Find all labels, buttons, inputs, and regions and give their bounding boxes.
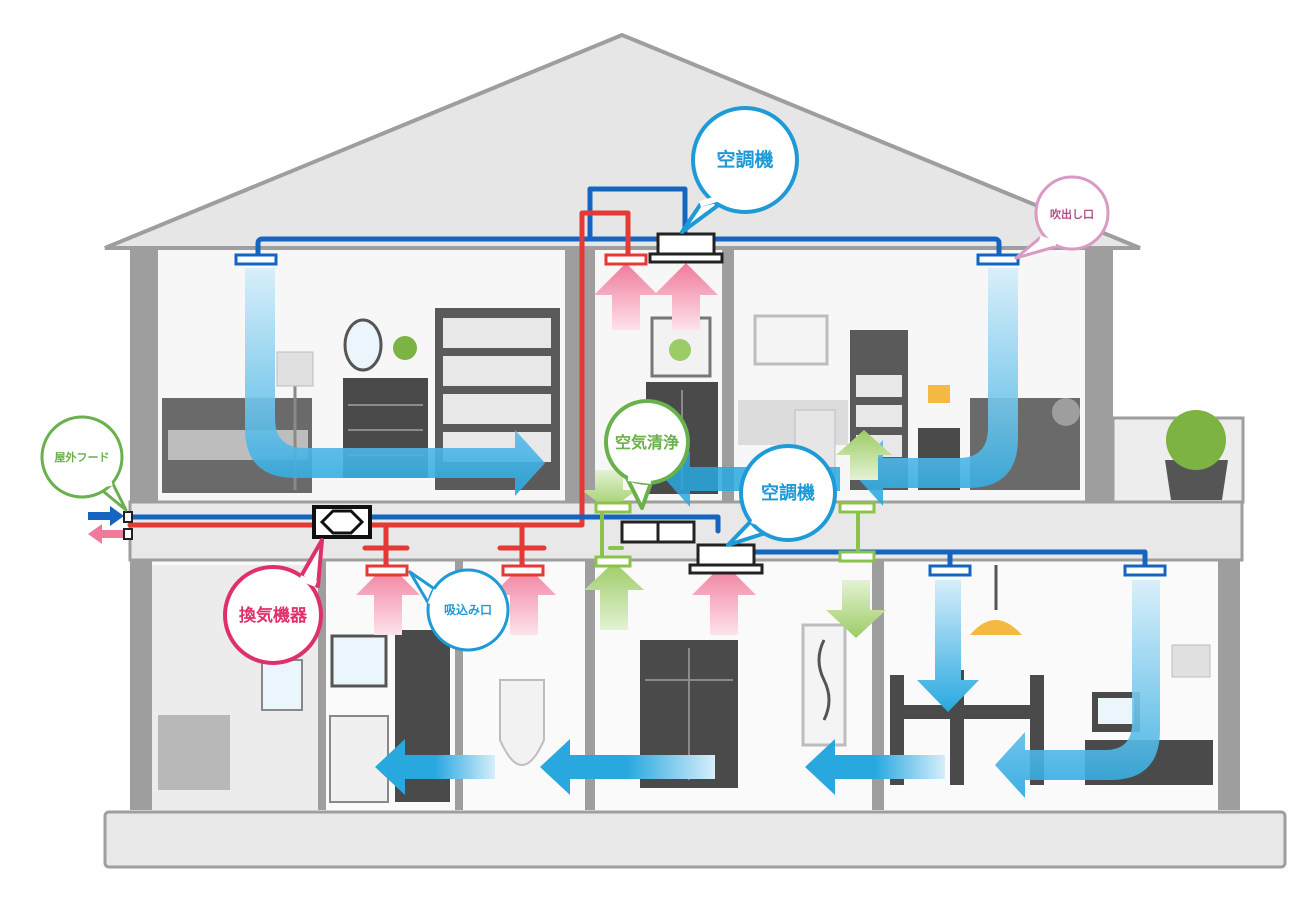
ac-unit-top [656, 232, 716, 256]
lower-wall-1 [318, 560, 326, 810]
airflow-arrow [245, 268, 545, 496]
callout-ac-middle: 空調機 [726, 444, 837, 547]
dining-table [902, 705, 1032, 719]
airflow-arrow [584, 562, 644, 630]
airflow-arrow [836, 430, 892, 480]
purify-vent [838, 501, 876, 514]
callout-label: 換気機器 [239, 605, 308, 626]
airflow-arrow [995, 580, 1160, 798]
callouts: 空調機 吹出し口 空気清浄 空調機 屋外フード [40, 106, 1110, 665]
exhaust-hood-port [123, 528, 133, 540]
callout-label: 空調機 [761, 482, 815, 504]
wall-art [801, 623, 847, 747]
callout-label: 吹出し口 [1050, 207, 1094, 221]
table-lamp [928, 385, 950, 403]
wall-picture [753, 314, 829, 366]
callout-air-purify: 空気清浄 [604, 399, 690, 510]
callout-label: 屋外フード [55, 450, 110, 464]
callout-exhaust-hood: 屋外フード [40, 415, 128, 512]
callout-ac-top: 空調機 [680, 106, 799, 234]
pendant-lamp [970, 620, 1022, 635]
exhaust-hood-port [123, 511, 133, 523]
lower-wall-4 [872, 560, 884, 810]
airflow-arrow [356, 563, 420, 635]
roof [104, 32, 1141, 250]
intake-vent [604, 253, 648, 266]
bath-mirror [261, 659, 303, 711]
mirror [343, 318, 383, 372]
callout-label: 空気清浄 [615, 433, 679, 452]
callout-ventilation-unit: 換気機器 [223, 538, 324, 665]
callout-label: 空調機 [716, 148, 773, 171]
right-column-upper [1085, 250, 1113, 502]
left-column-lower [130, 560, 152, 810]
toilet [499, 679, 545, 766]
outlet-vent [234, 253, 278, 266]
outlet-vent [976, 253, 1020, 266]
potted-plant [1165, 460, 1228, 500]
vents [123, 232, 1167, 577]
airflow-arrow [917, 580, 979, 712]
airflow-arrow [826, 580, 886, 638]
intake-vent [501, 564, 545, 577]
lower-wall-2 [455, 560, 463, 810]
purify-vent [594, 501, 632, 514]
foundation [103, 810, 1287, 869]
airflow-arrow [540, 739, 715, 795]
purify-vent [838, 550, 876, 563]
airflow-arrow [581, 470, 637, 510]
left-column-upper [130, 250, 158, 502]
airflow-arrow [692, 563, 756, 635]
outdoor-exhaust-arrow [88, 524, 124, 544]
bathtub [158, 715, 230, 790]
return-duct-riser [127, 210, 631, 528]
living-lamp [1171, 644, 1211, 678]
airflow-arrow [654, 263, 718, 330]
callout-intake: 吸込み口 [408, 568, 510, 652]
teddy-bear [1052, 398, 1080, 426]
outlet-vent [1123, 564, 1167, 577]
lower-wall-3 [585, 560, 595, 810]
callout-outlet: 吹出し口 [1014, 175, 1110, 260]
upper-wall-2 [722, 250, 734, 505]
hex-box-icon [312, 505, 372, 539]
airflow-arrow [805, 739, 945, 795]
right-column-lower [1218, 560, 1240, 810]
vanity [329, 715, 389, 803]
intake-vent [365, 564, 409, 577]
airflow-arrow [594, 263, 658, 330]
outdoor-intake-arrow [88, 506, 124, 526]
ac-unit-middle [696, 543, 756, 567]
outlet-vent [928, 564, 972, 577]
airflow-arrow [853, 268, 1018, 506]
ducts [127, 186, 1148, 571]
purify-vent [594, 555, 632, 568]
airflow-arrow [375, 739, 495, 795]
vanity-mirror [330, 634, 388, 688]
airflow-arrow [492, 563, 556, 635]
callout-label: 吸込み口 [444, 602, 492, 617]
